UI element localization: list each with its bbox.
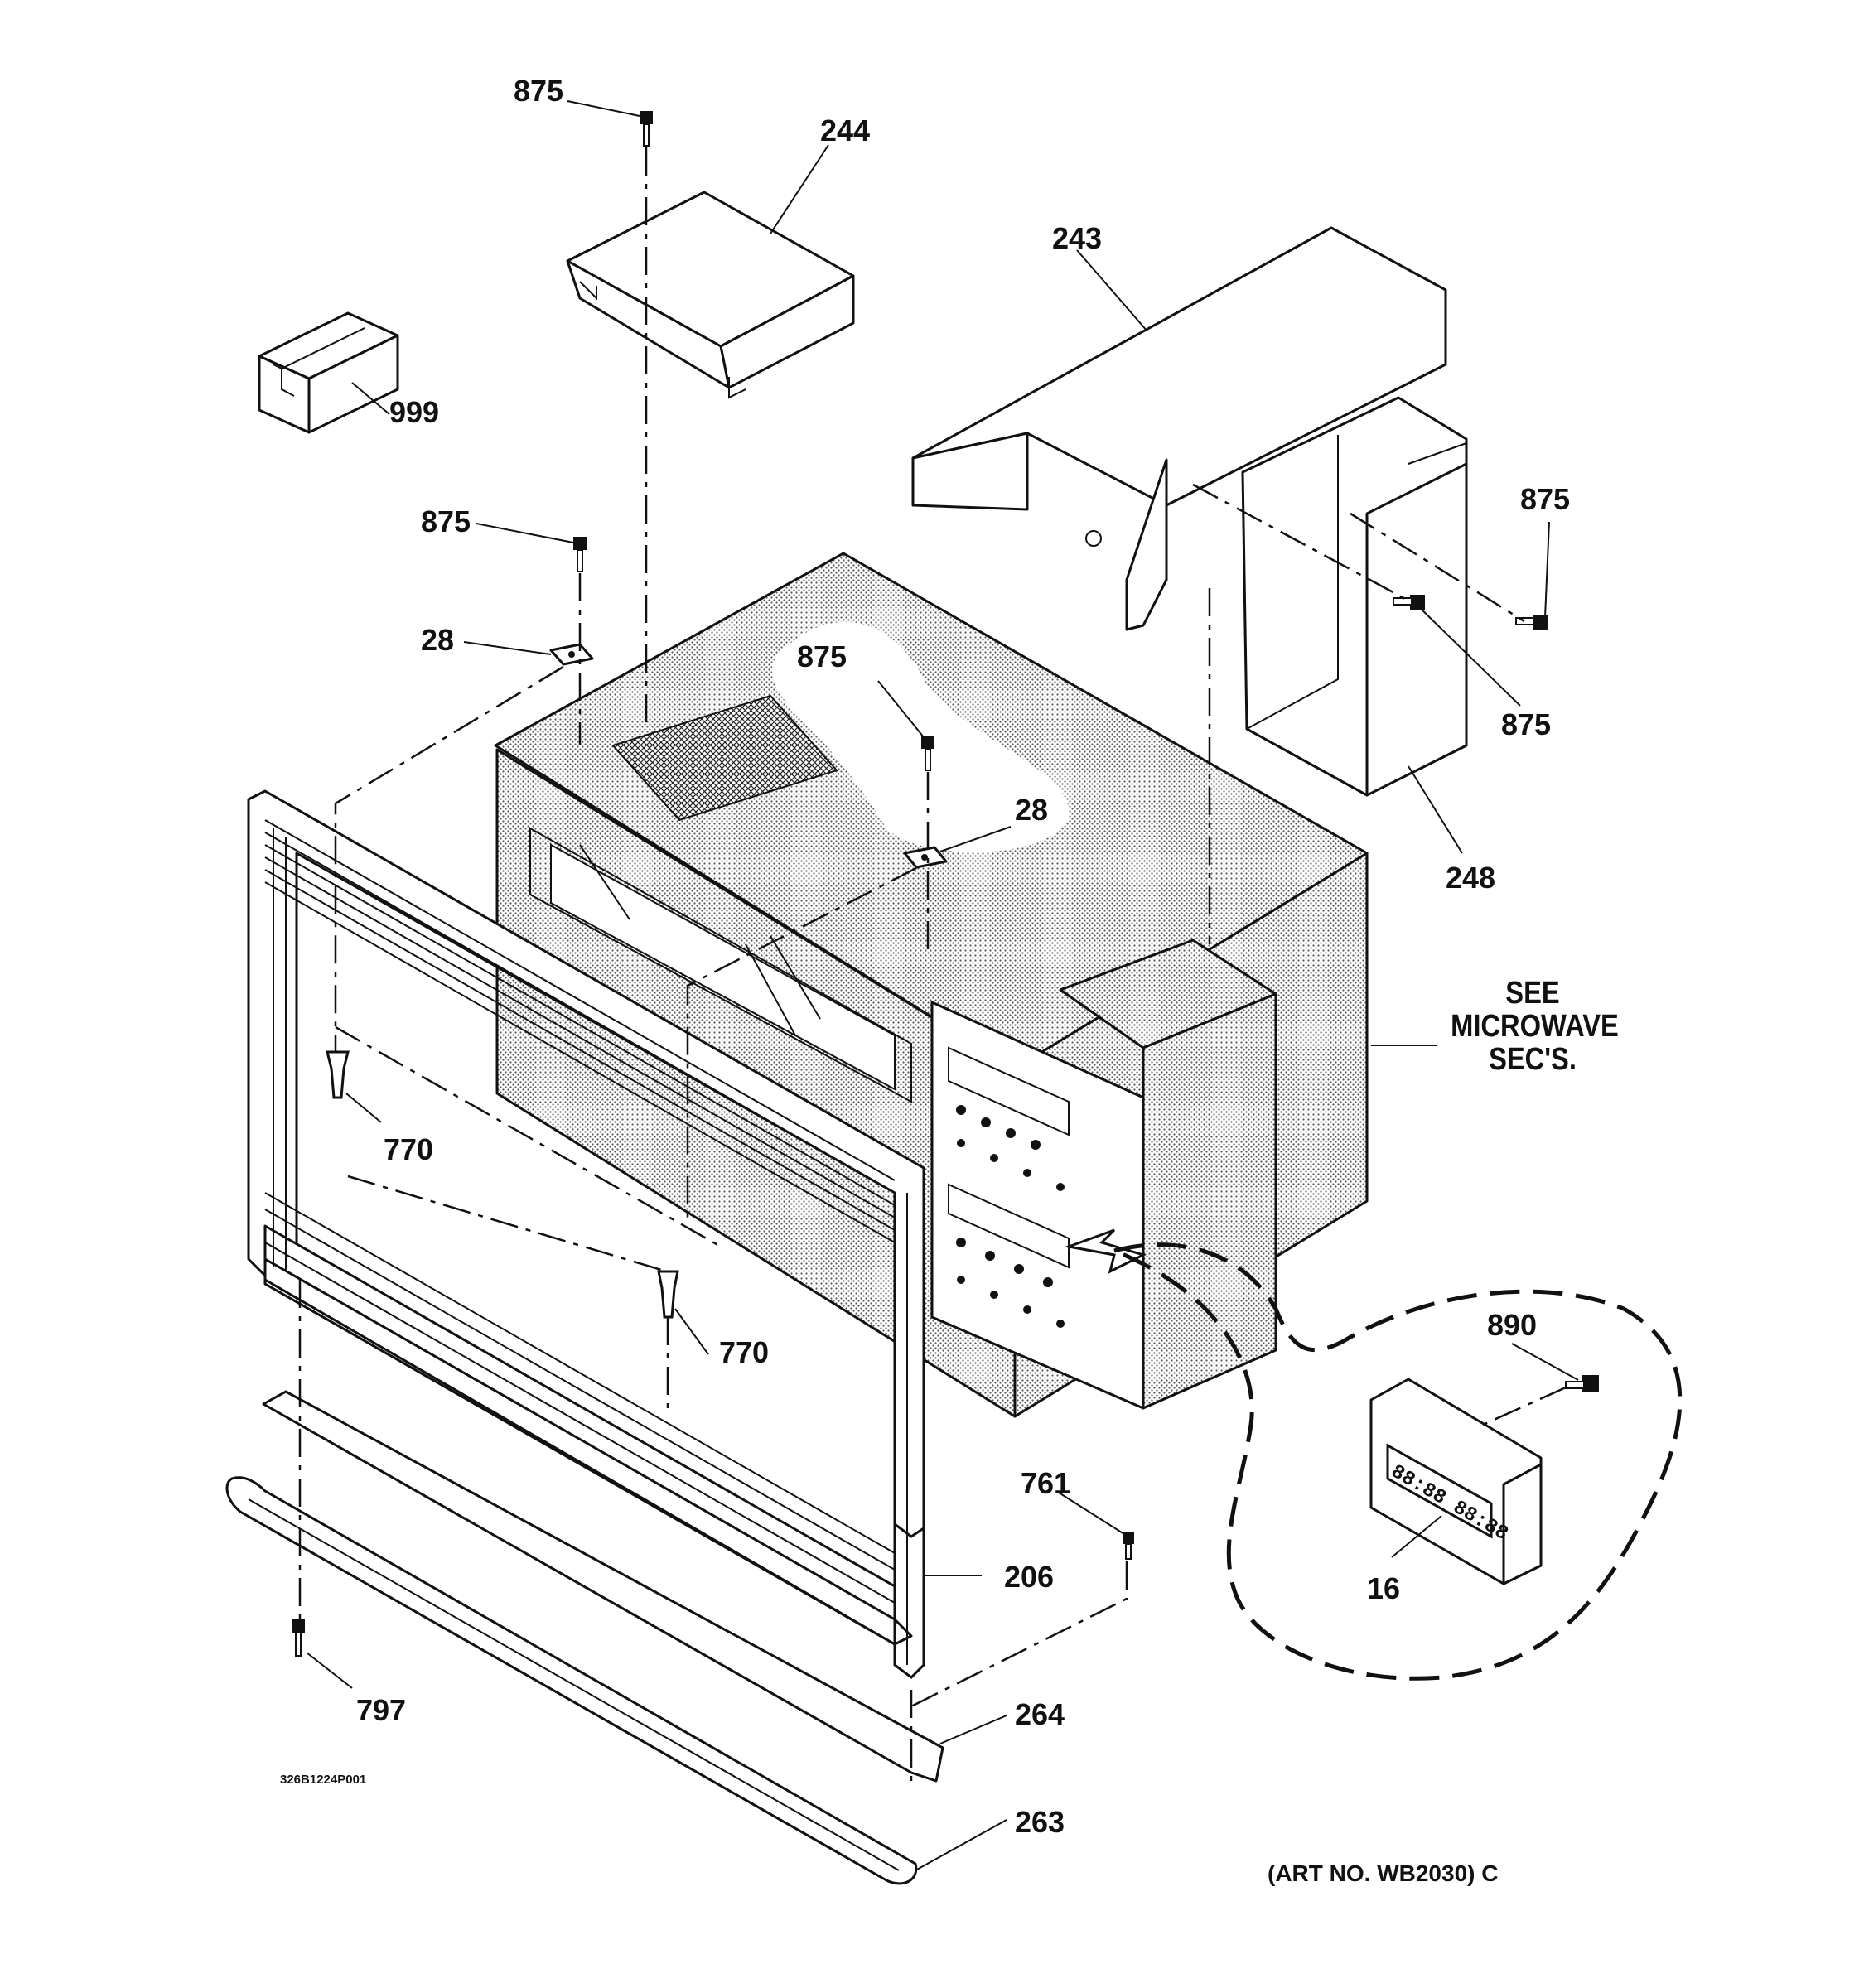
alignment-lines	[298, 147, 1567, 1781]
label-248: 248	[1446, 861, 1496, 895]
label-243: 243	[1052, 221, 1103, 255]
clip-28-left	[549, 643, 594, 666]
part-264-trim	[262, 1390, 944, 1783]
detail-callout-outline	[1113, 1242, 1683, 1681]
screw-875-top	[640, 111, 653, 147]
part-263-trim	[225, 1476, 918, 1885]
art-number: (ART NO. WB2030) C	[1268, 1860, 1499, 1886]
label-16: 16	[1367, 1571, 1401, 1605]
microwave-body	[494, 552, 1369, 1418]
label-875-left: 875	[421, 504, 471, 538]
part-206-frame	[247, 789, 925, 1679]
label-244: 244	[820, 113, 871, 147]
label-875-center: 875	[797, 639, 847, 673]
screw-875-left	[573, 537, 587, 572]
label-761: 761	[1021, 1466, 1071, 1500]
see-note-line-3: SEC'S.	[1489, 1041, 1577, 1077]
label-263: 263	[1015, 1805, 1065, 1839]
label-28-center: 28	[1015, 793, 1049, 827]
label-890: 890	[1487, 1308, 1538, 1342]
label-999: 999	[389, 395, 440, 429]
part-243-cover	[911, 226, 1447, 631]
screw-875-right	[1515, 615, 1548, 630]
clip-28-center	[903, 846, 948, 869]
see-note-line-1: SEE	[1505, 976, 1560, 1011]
fastener-770-lower	[657, 1270, 679, 1319]
label-770-lower: 770	[719, 1335, 770, 1369]
label-28-left: 28	[421, 623, 455, 657]
screw-797	[292, 1619, 305, 1657]
label-875-right-top: 875	[1520, 482, 1571, 516]
screw-875-center	[921, 736, 934, 771]
screw-890	[1565, 1375, 1599, 1392]
see-microwave-note: SEE MICROWAVE SEC'S.	[1437, 977, 1628, 1077]
label-206: 206	[1004, 1560, 1055, 1594]
label-875-right-bottom: 875	[1501, 707, 1552, 741]
label-797: 797	[356, 1693, 407, 1727]
part-248-bracket	[1241, 396, 1468, 797]
see-note-line-2: MICROWAVE	[1451, 1008, 1619, 1044]
part-999-box	[258, 311, 399, 434]
screw-761	[1123, 1532, 1134, 1560]
label-264: 264	[1015, 1697, 1065, 1731]
drawing-code: 326B1224P001	[280, 1773, 367, 1787]
part-244-cover	[566, 191, 855, 399]
leader-lines	[306, 100, 1579, 1871]
fastener-770-upper	[326, 1050, 350, 1099]
label-770-upper: 770	[384, 1132, 434, 1166]
label-875-top: 875	[514, 74, 564, 108]
